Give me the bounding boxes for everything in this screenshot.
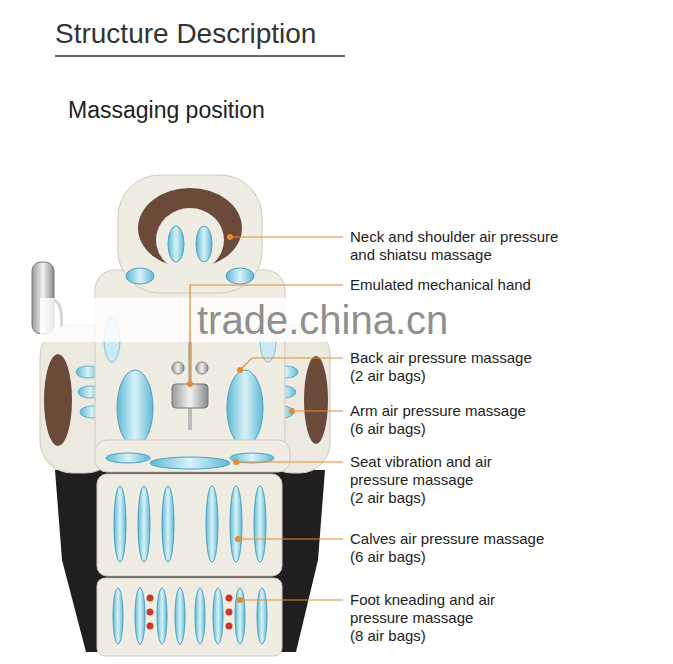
seat bbox=[95, 440, 290, 472]
seat-air-bag bbox=[150, 457, 230, 469]
text-line: Neck and shoulder air pressure bbox=[350, 228, 558, 246]
text-line: Foot kneading and air bbox=[350, 591, 495, 609]
foot-rollers bbox=[147, 595, 233, 630]
text-line: and shiatsu massage bbox=[350, 246, 558, 264]
text-line: Emulated mechanical hand bbox=[350, 276, 531, 294]
leader-lines bbox=[190, 237, 343, 600]
subtitle: Massaging position bbox=[68, 96, 265, 124]
text-line: pressure massage bbox=[350, 609, 495, 627]
text-line: Arm air pressure massage bbox=[350, 402, 526, 420]
leader-dots bbox=[187, 234, 295, 603]
text-line: (2 air bags) bbox=[350, 489, 492, 507]
text-line: (6 air bags) bbox=[350, 420, 526, 438]
text-line: (6 air bags) bbox=[350, 548, 544, 566]
text-line: pressure massage bbox=[350, 471, 492, 489]
back-air-bags bbox=[117, 370, 263, 446]
text-line: Massaging position bbox=[68, 96, 265, 124]
callout-label: Calves air pressure massage (6 air bags) bbox=[350, 530, 544, 566]
headrest-inner bbox=[156, 208, 224, 272]
title-underline bbox=[55, 55, 345, 57]
roller bbox=[172, 362, 184, 374]
callout-label: Seat vibration and air pressure massage … bbox=[350, 453, 492, 507]
callout-label: Neck and shoulder air pressure and shiat… bbox=[350, 228, 558, 264]
seat-air-bag bbox=[106, 453, 150, 463]
right-arm-panel bbox=[304, 356, 328, 444]
roller bbox=[196, 362, 208, 374]
calf-rest bbox=[97, 474, 282, 576]
text-line: Calves air pressure massage bbox=[350, 530, 544, 548]
mechanical-hand bbox=[172, 384, 208, 408]
callout-label: Emulated mechanical hand bbox=[350, 276, 531, 294]
text-line: (2 air bags) bbox=[350, 367, 532, 385]
text-line: trade.china.cn bbox=[197, 296, 448, 344]
calf-air-bags bbox=[114, 486, 266, 562]
neck-air-bags bbox=[126, 226, 254, 284]
page-title: Structure Description bbox=[55, 18, 316, 50]
callout-label: Foot kneading and air pressure massage (… bbox=[350, 591, 495, 645]
callout-label: Arm air pressure massage (6 air bags) bbox=[350, 402, 526, 438]
left-arm-panel bbox=[44, 354, 72, 446]
foot-air-bags bbox=[113, 588, 267, 644]
callout-label: Back air pressure massage (2 air bags) bbox=[350, 349, 532, 385]
text-line: Back air pressure massage bbox=[350, 349, 532, 367]
text-line: Seat vibration and air bbox=[350, 453, 492, 471]
text-line: (8 air bags) bbox=[350, 627, 495, 645]
headrest bbox=[118, 175, 262, 293]
watermark: trade.china.cn bbox=[197, 296, 448, 344]
foot-rest bbox=[97, 578, 282, 656]
